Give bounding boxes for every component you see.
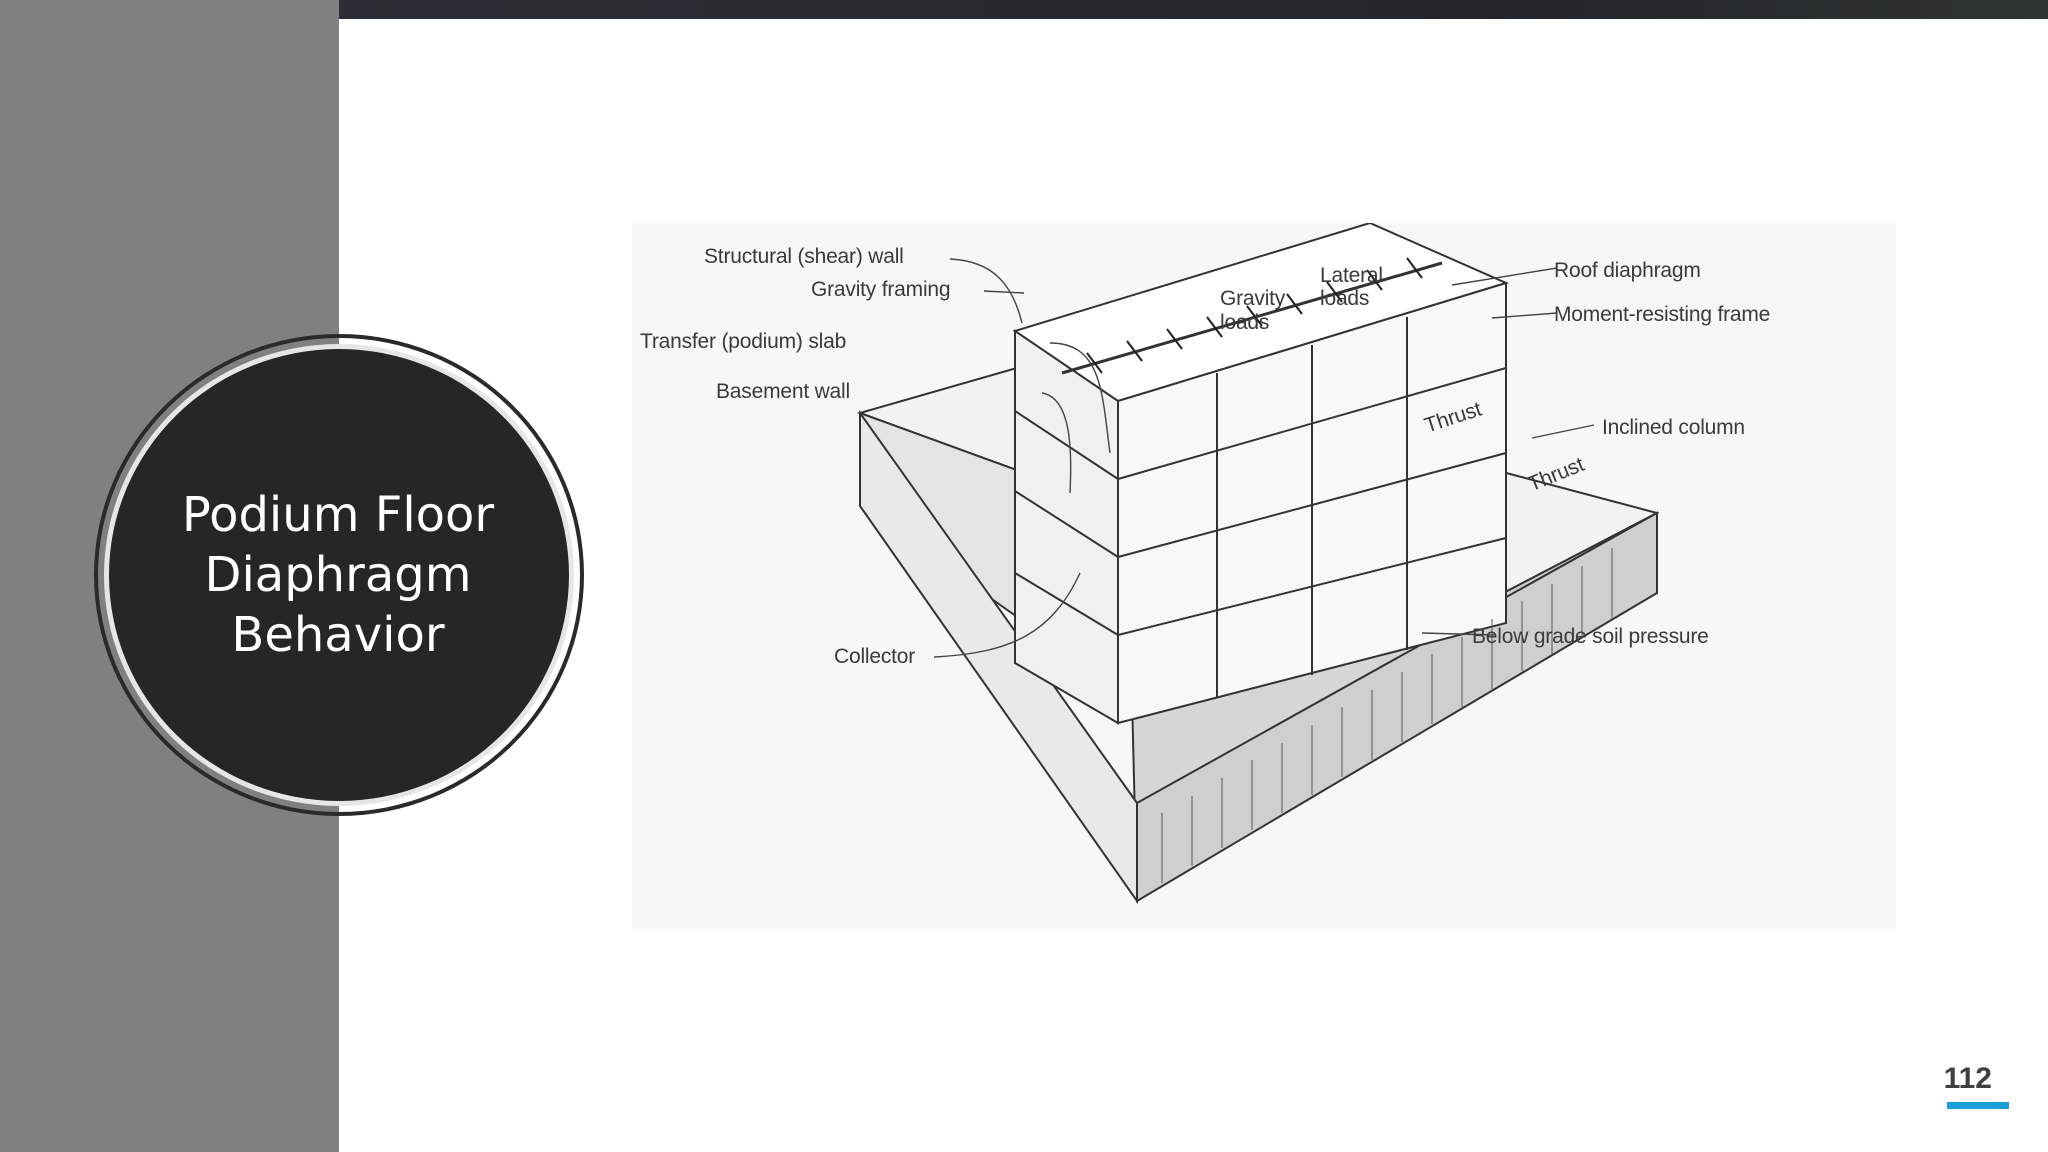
- label-transfer-slab: Transfer (podium) slab: [640, 330, 847, 353]
- page-number: 112: [1943, 1062, 1992, 1095]
- label-basement-wall: Basement wall: [716, 380, 850, 403]
- label-roof-diaphragm: Roof diaphragm: [1554, 259, 1701, 282]
- label-gravity-framing: Gravity framing: [811, 278, 951, 301]
- label-gravity-loads-1: Gravity: [1220, 287, 1286, 310]
- label-soil-pressure: Below grade soil pressure: [1472, 625, 1709, 648]
- label-gravity-loads-2: loads: [1220, 311, 1270, 334]
- top-header-bar: [339, 0, 2048, 19]
- podium-diagram: Structural (shear) wall Gravity framing …: [632, 223, 1896, 929]
- label-lateral-loads-2: loads: [1320, 287, 1370, 310]
- label-moment-frame: Moment-resisting frame: [1554, 303, 1771, 326]
- label-structural-wall: Structural (shear) wall: [704, 245, 904, 268]
- title-circle: Podium Floor Diaphragm Behavior: [104, 344, 574, 806]
- building-illustration: [856, 223, 1660, 905]
- page-number-underline: [1947, 1102, 2009, 1109]
- slide-title: Podium Floor Diaphragm Behavior: [181, 487, 495, 663]
- label-inclined-column: Inclined column: [1602, 416, 1745, 439]
- title-circle-ring: [94, 334, 584, 816]
- label-lateral-loads-1: Lateral: [1320, 264, 1383, 287]
- label-collector: Collector: [834, 645, 916, 668]
- building-left-face: [1014, 329, 1119, 725]
